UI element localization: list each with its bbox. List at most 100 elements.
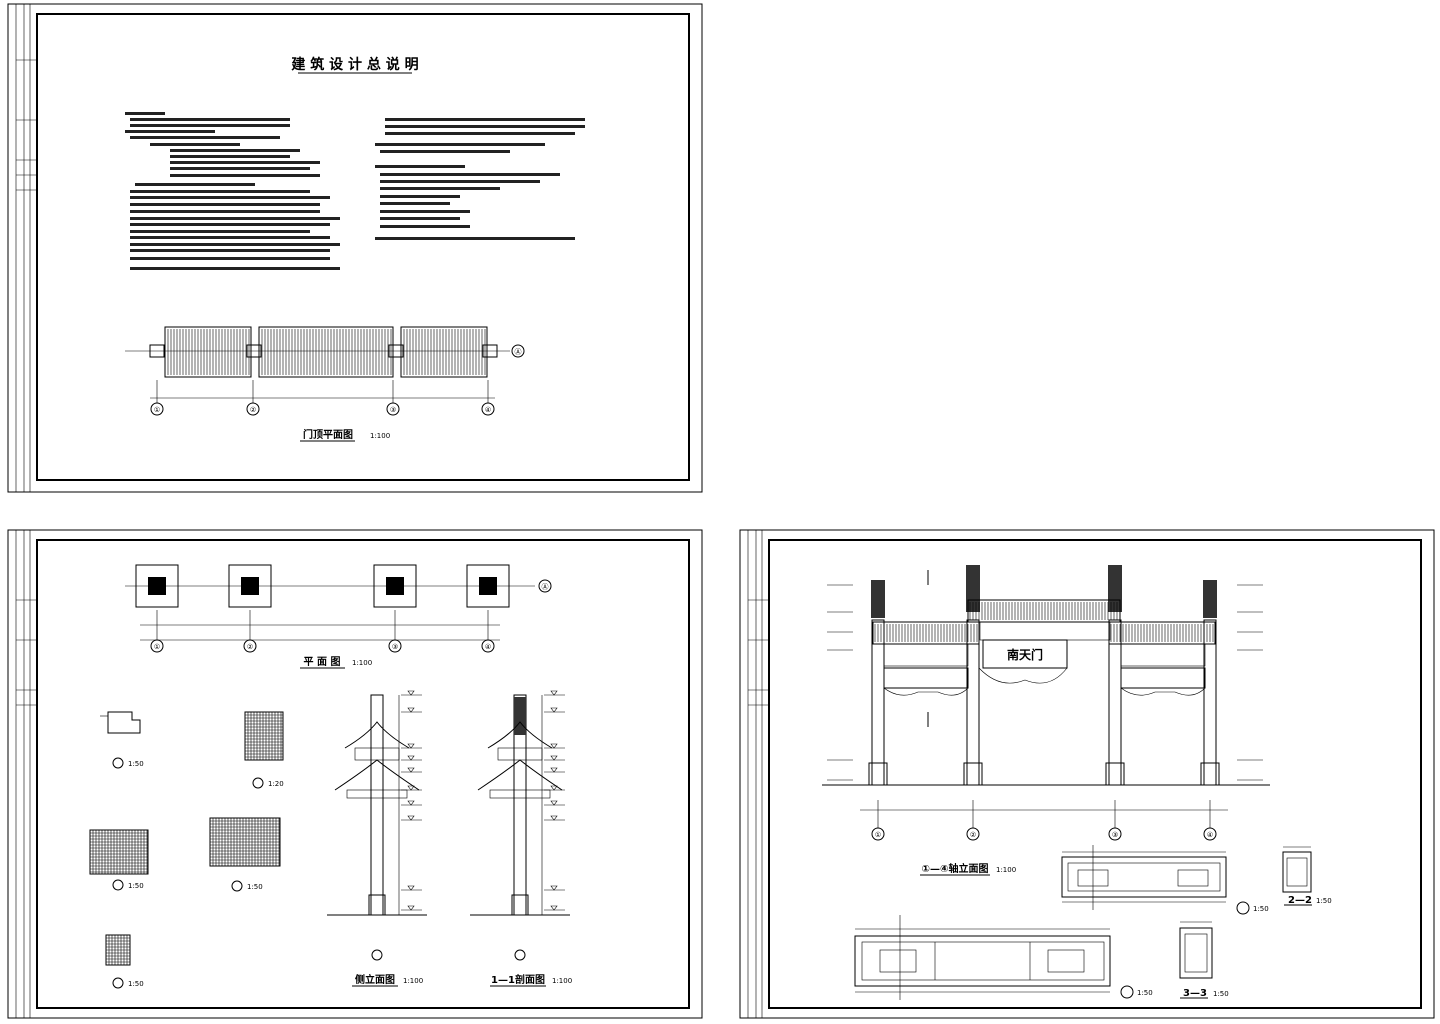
note-line xyxy=(380,195,460,198)
note-line xyxy=(375,165,465,168)
note-line xyxy=(380,202,450,205)
design-notes-right-column xyxy=(375,118,585,240)
axis-label: ③ xyxy=(390,406,396,414)
axis-bubble xyxy=(514,949,526,961)
note-line xyxy=(380,173,560,176)
axis-label: ④ xyxy=(1207,831,1213,839)
note-line xyxy=(170,155,290,158)
sheet-2-outer-border xyxy=(7,529,703,1019)
level-marker xyxy=(407,800,415,806)
axis-label: ④ xyxy=(485,643,491,651)
note-line xyxy=(125,112,165,115)
note-line xyxy=(130,118,290,121)
roof-right-wing xyxy=(400,326,488,378)
upper-eave xyxy=(344,721,410,749)
level-marker xyxy=(407,905,415,911)
post-cap-hatch xyxy=(514,697,526,735)
post-plinth xyxy=(868,762,888,786)
bracket-block xyxy=(497,747,543,761)
beam-left xyxy=(883,667,969,689)
axis-bubble xyxy=(1203,827,1217,841)
note-line xyxy=(385,125,585,128)
note-line xyxy=(135,183,255,186)
level-marker xyxy=(407,785,415,791)
note-line xyxy=(130,236,330,239)
column-base-outline xyxy=(135,564,179,608)
axis-bubble xyxy=(371,949,383,961)
note-line xyxy=(130,249,330,252)
level-marker xyxy=(407,690,415,696)
note-line xyxy=(170,161,320,164)
column-base-outline xyxy=(228,564,272,608)
column-section xyxy=(386,577,404,595)
note-line xyxy=(170,167,310,170)
note-line xyxy=(130,230,310,233)
note-line xyxy=(380,217,460,220)
section-1-1-scale: 1:100 xyxy=(552,977,572,985)
design-notes-title: 建 筑 设 计 总 说 明 xyxy=(291,56,418,73)
roof-plan-title: 门顶平面图 xyxy=(303,428,353,441)
column-section xyxy=(479,577,497,595)
plan-title: 平 面 图 xyxy=(304,656,341,668)
note-line xyxy=(375,237,575,240)
lower-eave xyxy=(334,759,420,791)
section-1-1-drawing xyxy=(470,690,570,961)
column-section xyxy=(241,577,259,595)
axis-label: ③ xyxy=(392,643,398,651)
sheet-3-inner-frame xyxy=(768,539,1422,1009)
level-marker xyxy=(550,743,558,749)
sec22-detail-scale: 1:50 xyxy=(1253,905,1269,913)
sheet-2-inner-frame xyxy=(36,539,690,1009)
post-cap-hatch xyxy=(871,580,885,618)
beam xyxy=(489,789,551,799)
gate-post xyxy=(966,619,980,786)
post-plinth xyxy=(1200,762,1220,786)
level-marker xyxy=(550,755,558,761)
detail-c-panel: 1:50 xyxy=(89,829,149,891)
post-plinth xyxy=(1105,762,1125,786)
level-marker xyxy=(407,743,415,749)
axis-bubble xyxy=(966,827,980,841)
section-2-2-scale: 1:50 xyxy=(1316,897,1332,905)
section-3-3-scale: 1:50 xyxy=(1213,990,1229,998)
note-line xyxy=(170,174,320,177)
beam xyxy=(346,789,408,799)
detail-e-panel: 1:50 xyxy=(105,934,144,989)
note-line xyxy=(130,243,340,246)
note-line xyxy=(380,225,470,228)
detail-drawings: 1:50 1:20 1:50 1:50 xyxy=(89,711,284,989)
note-line xyxy=(385,118,585,121)
note-line xyxy=(170,149,300,152)
plan-scale: 1:100 xyxy=(352,659,372,667)
axis-label: ② xyxy=(250,406,256,414)
note-line xyxy=(130,267,340,270)
level-marker xyxy=(407,755,415,761)
note-line xyxy=(380,150,510,153)
level-marker xyxy=(407,885,415,891)
note-line xyxy=(385,132,575,135)
note-line xyxy=(130,257,330,260)
gate-post xyxy=(1108,619,1122,786)
column-section xyxy=(148,577,166,595)
axis-bubble xyxy=(871,827,885,841)
note-line xyxy=(130,136,280,139)
roof-left-wing xyxy=(164,326,252,378)
level-marker xyxy=(550,707,558,713)
sheet-2-title-strip xyxy=(15,530,37,1018)
section-3-3-detail: 3—3 1:50 xyxy=(1179,921,1229,999)
upper-eave xyxy=(487,721,553,749)
section-1-1-title: 1—1剖面图 xyxy=(491,973,545,986)
note-line xyxy=(380,210,470,213)
note-line xyxy=(130,210,320,213)
axis-label: ② xyxy=(247,643,253,651)
note-line xyxy=(130,217,340,220)
axis-bubble xyxy=(243,639,257,653)
detail-a-scale: 1:50 xyxy=(128,760,144,768)
axis-bubble xyxy=(388,639,402,653)
note-line xyxy=(375,143,545,146)
bracket-right xyxy=(1120,687,1206,696)
